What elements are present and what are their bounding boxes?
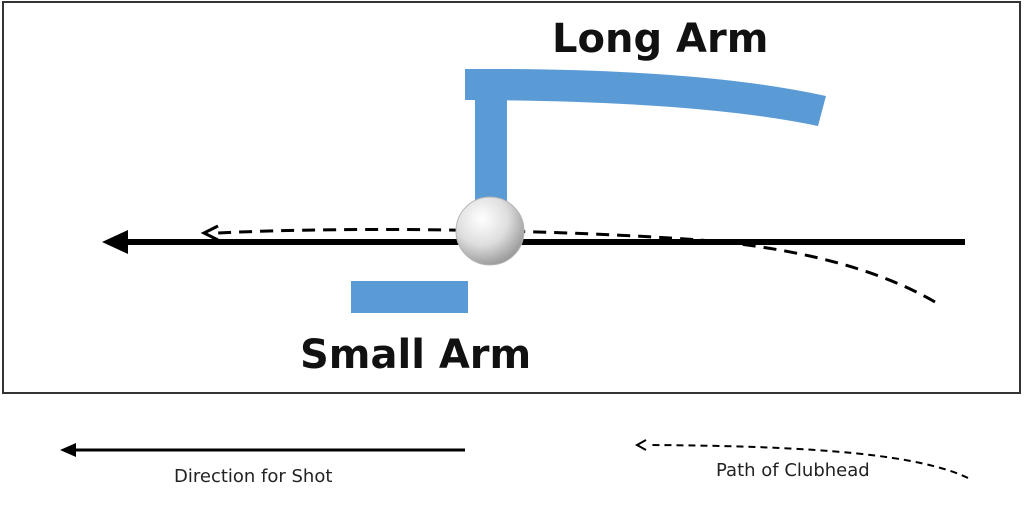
diagram-frame <box>2 1 1021 394</box>
golf-ball <box>455 196 525 266</box>
legend-direction-label: Direction for Shot <box>174 466 332 487</box>
legend-path-curve <box>649 444 969 479</box>
clubhead-path-arrowhead <box>200 224 219 242</box>
long-arm-bar <box>465 68 826 126</box>
legend-direction-arrowhead <box>60 443 76 457</box>
small-arm-bar <box>351 281 468 313</box>
clubhead-path-curve <box>217 227 936 304</box>
long-arm-label: Long Arm <box>552 16 768 62</box>
shot-direction-arrowhead <box>102 230 128 254</box>
legend-path-arrowhead <box>634 439 647 451</box>
long-arm-stem <box>475 99 507 205</box>
small-arm-label: Small Arm <box>300 332 531 378</box>
legend-path-label: Path of Clubhead <box>716 460 870 481</box>
